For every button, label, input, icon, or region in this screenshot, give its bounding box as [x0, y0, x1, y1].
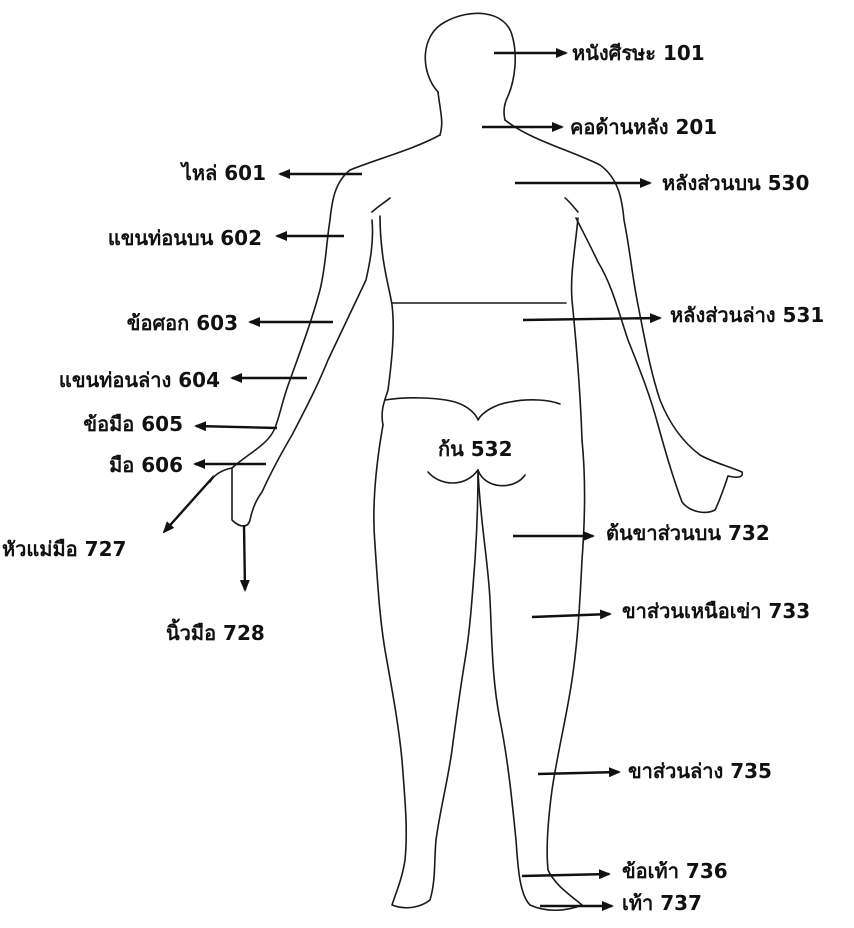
arrow-wrist — [196, 426, 277, 428]
label-neck-back: คอด้านหลัง 201 — [570, 115, 717, 139]
label-upper-thigh: ต้นขาส่วนบน 732 — [606, 521, 770, 545]
label-buttocks: ก้น 532 — [438, 437, 513, 461]
label-lower-leg: ขาส่วนล่าง 735 — [628, 759, 772, 783]
arrow-thumb — [164, 476, 214, 532]
label-scalp: หนังศีรษะ 101 — [572, 41, 705, 65]
head-outline — [425, 13, 515, 120]
left-body-outline — [232, 135, 440, 526]
arrow-above-knee — [532, 614, 610, 617]
left-leg-outline — [374, 425, 478, 908]
label-wrist: ข้อมือ 605 — [83, 412, 183, 436]
arrow-lower-back — [523, 318, 660, 320]
label-lower-back: หลังส่วนล่าง 531 — [670, 303, 824, 327]
buttocks-outline — [385, 398, 560, 420]
label-hand: มือ 606 — [109, 453, 183, 477]
arrow-ankle — [522, 874, 609, 876]
label-thumb: หัวแม่มือ 727 — [2, 537, 126, 561]
label-forearm: แขนท่อนล่าง 604 — [59, 368, 220, 392]
label-shoulder: ไหล่ 601 — [180, 161, 266, 185]
arrow-finger — [244, 525, 245, 590]
arrow-lower-leg — [538, 772, 619, 774]
label-above-knee: ขาส่วนเหนือเข่า 733 — [622, 599, 810, 623]
label-upper-back: หลังส่วนบน 530 — [662, 171, 809, 195]
labels: หนังศีรษะ 101 คอด้านหลัง 201 ไหล่ 601 หล… — [2, 41, 824, 915]
label-upper-arm: แขนท่อนบน 602 — [108, 226, 262, 250]
label-foot: เท้า 737 — [622, 891, 702, 915]
label-ankle: ข้อเท้า 736 — [622, 859, 728, 883]
label-elbow: ข้อศอก 603 — [127, 311, 238, 335]
label-finger: นิ้วมือ 728 — [166, 618, 265, 645]
right-leg-outline — [478, 440, 585, 910]
